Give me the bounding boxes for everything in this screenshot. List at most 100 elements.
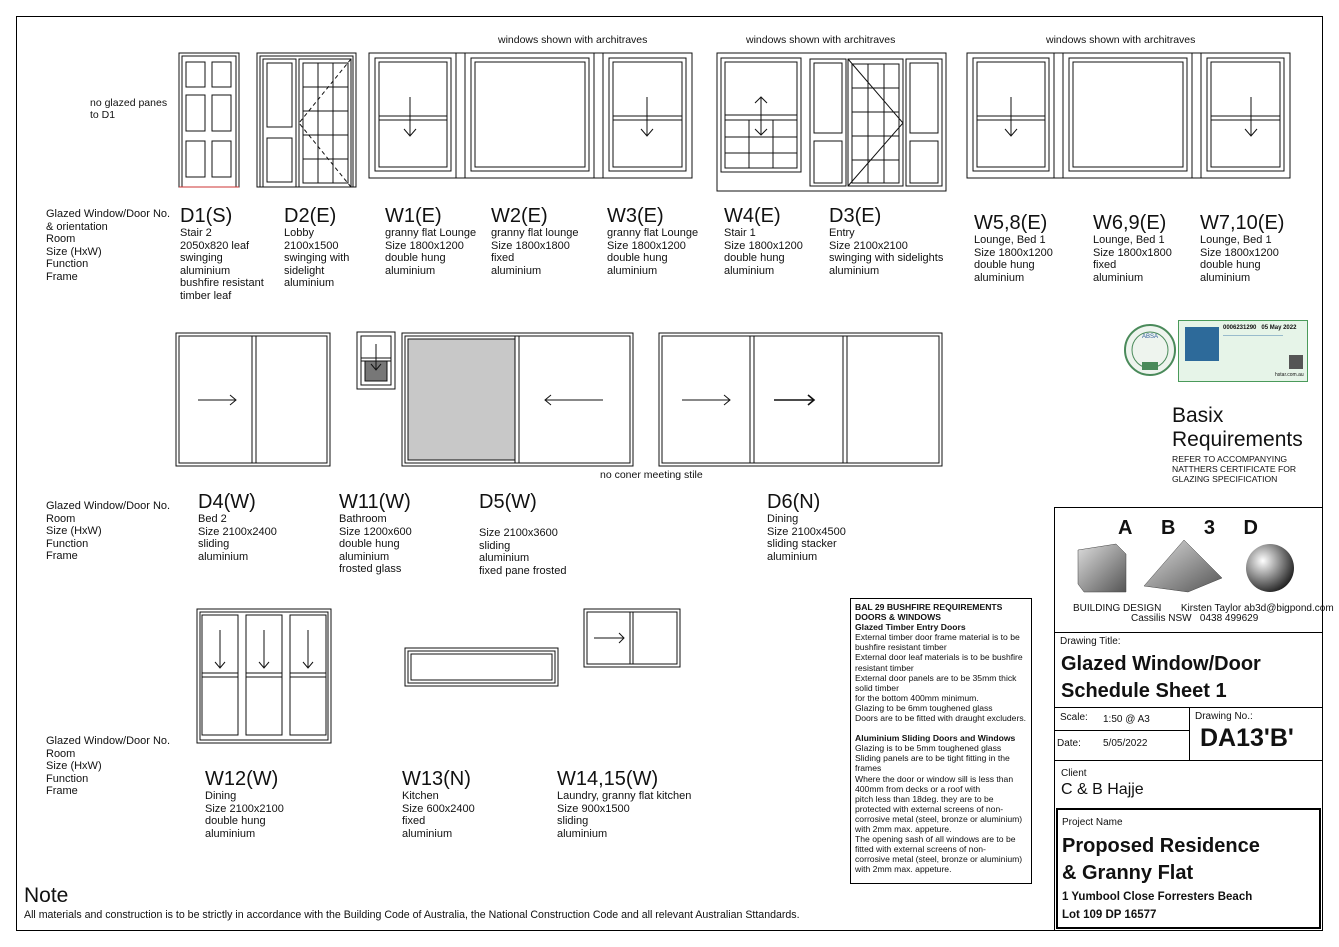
text-line: frames [855, 763, 882, 774]
text-line: double hung [724, 252, 785, 264]
text-line: aluminium [829, 264, 880, 277]
svg-text:ABSA: ABSA [1142, 334, 1158, 340]
text-line: aluminium [402, 827, 453, 840]
text-line: granny flat lounge [491, 227, 579, 239]
d6-elevation [658, 332, 943, 467]
text-line: solid timber [855, 682, 899, 693]
text-line: fixed [1093, 259, 1117, 271]
text-line: swinging with sidelights [829, 252, 944, 264]
text-line: aluminium [339, 550, 390, 563]
text-line: aluminium [205, 827, 256, 840]
text-line: Size 900x1500 [557, 802, 630, 815]
w11-elevation [356, 331, 396, 390]
bal-requirements: BAL 29 BUSHFIRE REQUIREMENTS DOORS & WIN… [850, 598, 1032, 884]
legend-row3: Glazed Window/Door No. Room Size (HxW) F… [46, 735, 171, 797]
text-line: Kitchen [402, 790, 439, 802]
scale-value: 1:50 @ A3 [1103, 714, 1150, 725]
firm-info: BUILDING DESIGN Kirsten Taylor ab3d@bigp… [1073, 603, 1334, 614]
drawing-no-label: Drawing No.: [1195, 711, 1253, 722]
d4-elevation [175, 332, 331, 467]
qr-code-icon [1289, 355, 1303, 369]
w13-elevation [404, 647, 559, 687]
firm-location: Cassilis NSW 0438 499629 [1131, 613, 1259, 624]
text-line: 2100x1500 [284, 239, 339, 252]
text-line: Size 1800x1200 [607, 239, 686, 252]
d5-elevation [401, 332, 634, 467]
text-line: Size 2100x3600 [479, 527, 558, 539]
text-line: Size 2100x2400 [198, 525, 277, 538]
nathers-certificate: 0006231290 05 May 2022 hstar.com.au [1178, 320, 1308, 382]
drawing-border [16, 16, 1323, 931]
text-line: Stair 2 [180, 227, 212, 239]
absa-seal-icon: ABSA [1124, 324, 1176, 376]
text-line: fixed [402, 815, 426, 827]
text-line: Lounge, Bed 1 [1093, 234, 1165, 246]
title-block [1054, 507, 1323, 931]
text-line: Size 1800x1800 [1093, 246, 1172, 259]
text-line: Size 600x2400 [402, 802, 475, 815]
text-line: Stair 1 [724, 227, 756, 239]
text-line: double hung [1200, 259, 1261, 271]
project-address: 1 Yumbool Close Forresters Beach [1062, 891, 1253, 903]
text-line: double hung [205, 815, 266, 827]
text-line: Size 1200x600 [339, 525, 412, 538]
text-line: bushfire resistant timber [855, 642, 947, 653]
legend-row1: Glazed Window/Door No. & orientation Roo… [46, 208, 171, 283]
text-line: aluminium [491, 264, 542, 277]
text-line: Size 1800x1200 [385, 239, 464, 252]
house-rating-icon [1185, 327, 1219, 361]
project-lot: Lot 109 DP 16577 [1062, 909, 1157, 921]
w14-elevation [583, 608, 681, 668]
project-box [1056, 808, 1321, 929]
text-line: Glazing is to be 5mm toughened glass [855, 743, 1002, 754]
text-line: aluminium [1093, 271, 1144, 284]
text-line: External door panels are to be 35mm thic… [855, 672, 1017, 683]
text-line: with 2mm max. appeture. [855, 823, 952, 834]
text-line: sliding [198, 538, 230, 550]
no-glazed-note: no glazed panes to D1 [90, 97, 168, 121]
no-coner-note: no coner meeting stile [600, 469, 703, 481]
text-line: Size 1800x1200 [1200, 246, 1279, 259]
text-line: aluminium [385, 264, 436, 277]
text-line: resistant timber [855, 662, 914, 673]
text-line: double hung [607, 252, 668, 264]
drawing-title-label: Drawing Title: [1060, 636, 1121, 647]
architraves-note-2: windows shown with architraves [746, 34, 896, 46]
drawing-title: Glazed Window/Door Schedule Sheet 1 [1061, 653, 1261, 702]
text-line: granny flat Lounge [607, 227, 699, 239]
text-line: aluminium [974, 271, 1025, 284]
text-line: GLAZING SPECIFICATION [1172, 474, 1278, 484]
text-line: Size 1800x1200 [724, 239, 803, 252]
text-line: aluminium [607, 264, 658, 277]
basix-heading: Basix Requirements REFER TO ACCOMPANYING… [1172, 404, 1303, 484]
text-line: Size 2100x2100 [205, 802, 284, 815]
logo-letters: A B 3 D [1118, 517, 1258, 539]
text-line: swinging [180, 252, 223, 264]
text-line: Size 1800x1800 [491, 239, 570, 252]
text-line: aluminium [198, 550, 249, 563]
project-label: Project Name [1062, 817, 1123, 828]
client-name: C & B Hajje [1061, 781, 1144, 798]
legend-row2: Glazed Window/Door No. Room Size (HxW) F… [46, 500, 171, 562]
text-line: Laundry, granny flat kitchen [557, 790, 692, 802]
project-name: Proposed Residence & Granny Flat [1062, 835, 1260, 884]
w1-w3-elevation [368, 52, 693, 179]
text-line: External timber door frame material is t… [855, 632, 1020, 643]
text-line: aluminium [557, 827, 608, 840]
text-line: External door leaf materials is to be bu… [855, 652, 1023, 663]
text-line: REFER TO ACCOMPANYING [1172, 454, 1288, 464]
text-line: bushfire resistant [180, 277, 264, 289]
note-title: Note [24, 884, 69, 907]
text-line: 2050x820 leaf [180, 239, 250, 252]
